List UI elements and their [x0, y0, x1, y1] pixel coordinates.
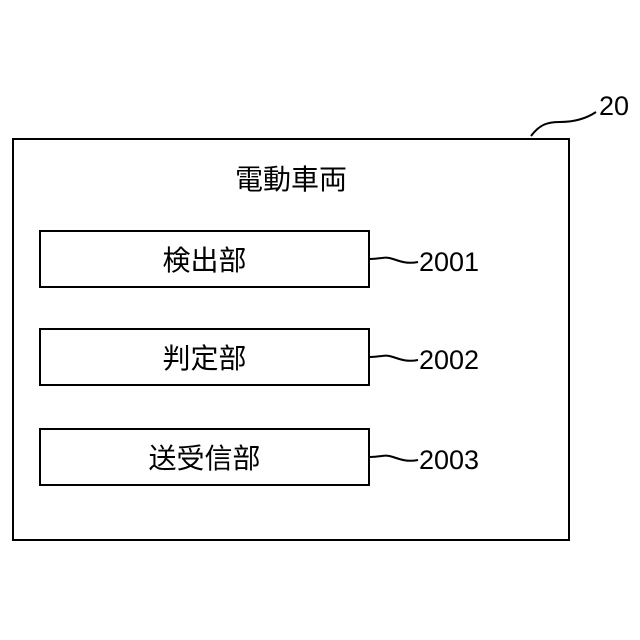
detection-unit-box: 検出部 [39, 230, 370, 288]
detection-unit-ref: 2001 [419, 246, 479, 278]
determination-unit-label: 判定部 [162, 337, 246, 377]
determination-unit-ref: 2002 [419, 344, 479, 376]
vehicle-title: 電動車両 [12, 162, 570, 198]
detection-unit-label: 検出部 [162, 239, 246, 279]
transceiver-unit-box: 送受信部 [39, 428, 370, 486]
vehicle-ref-number: 20 [599, 90, 629, 122]
determination-unit-box: 判定部 [39, 328, 370, 386]
leader-line-vehicle [531, 112, 596, 136]
transceiver-unit-ref: 2003 [419, 444, 479, 476]
transceiver-unit-label: 送受信部 [148, 437, 260, 477]
